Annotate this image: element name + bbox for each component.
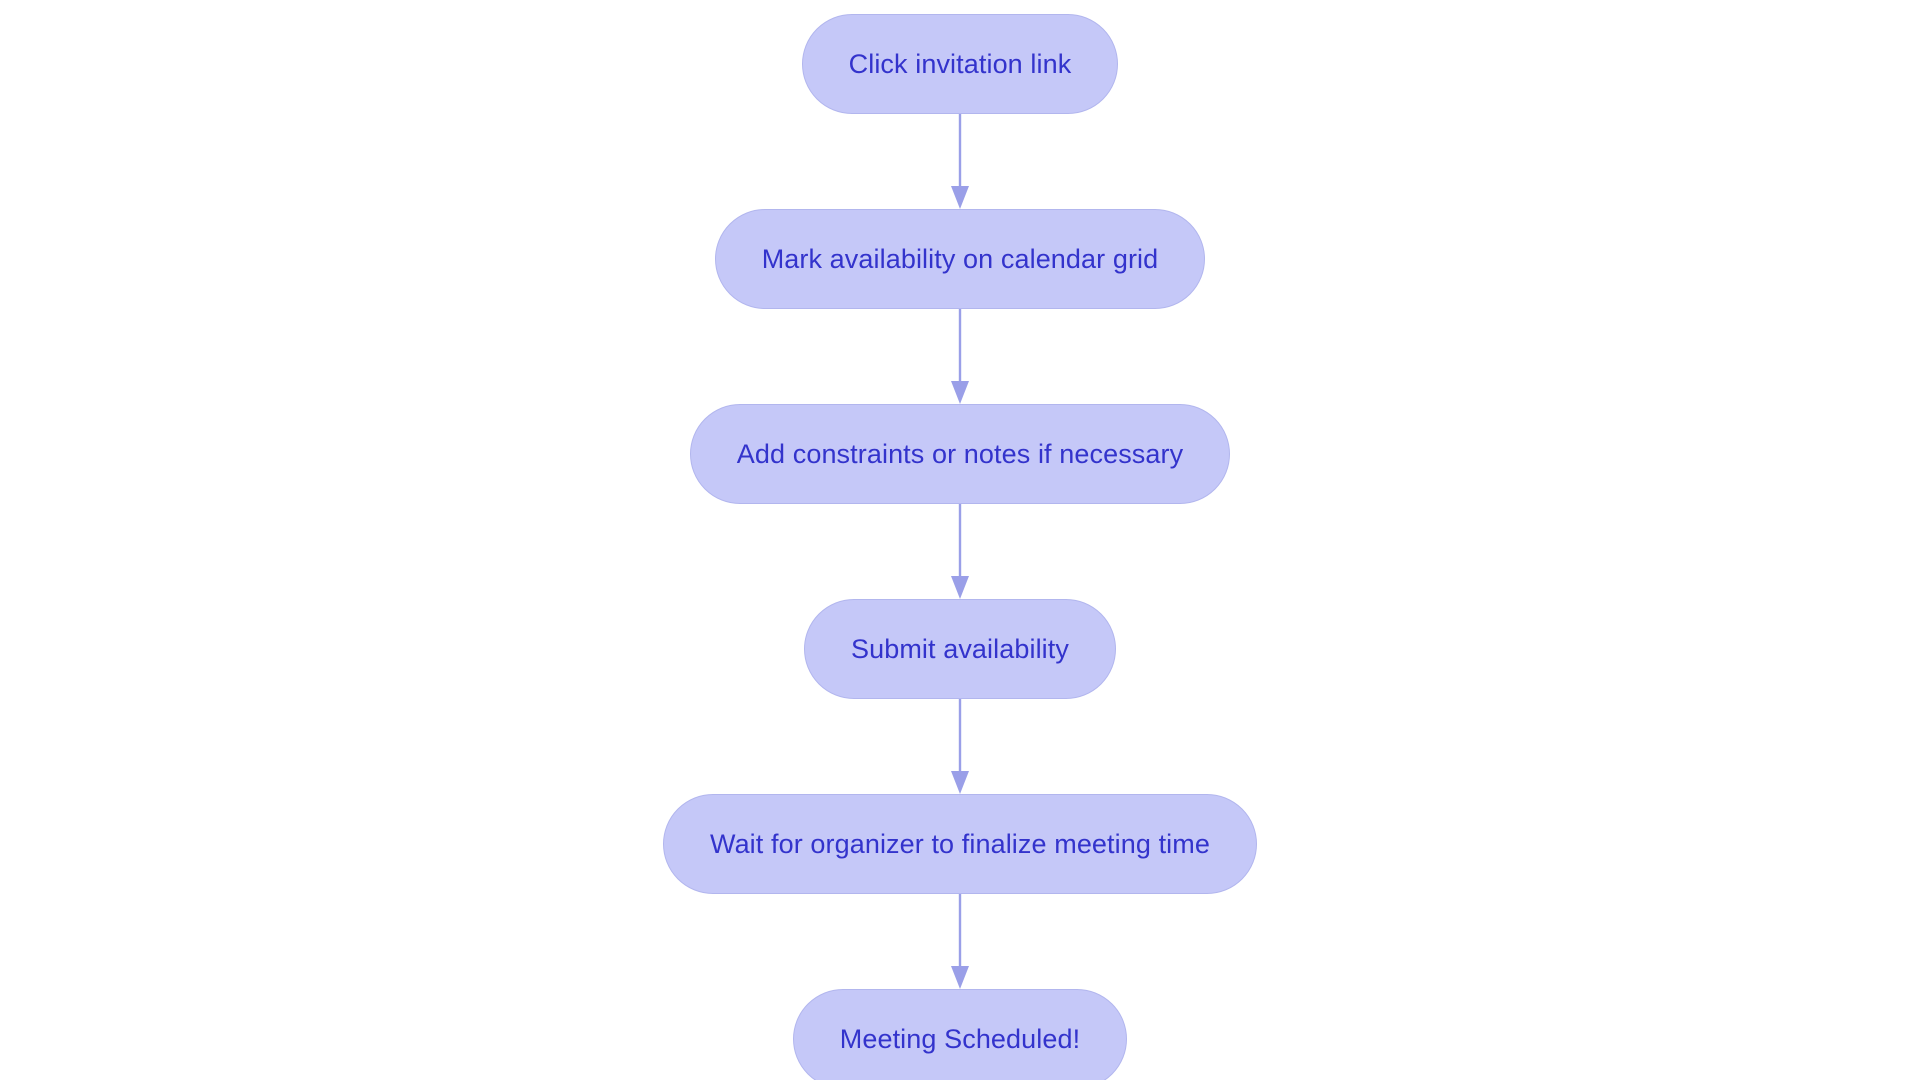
flow-node-label: Wait for organizer to finalize meeting t…: [709, 828, 1210, 859]
flow-edge-n4-to-n5: [945, 699, 975, 794]
down-arrow-icon: [950, 699, 969, 794]
down-arrow-icon: [950, 309, 969, 404]
flow-node-meeting-scheduled[interactable]: Meeting Scheduled!: [792, 989, 1128, 1080]
flowchart-node-stack: Click invitation link Mark availability …: [662, 0, 1257, 1080]
flow-node-label: Click invitation link: [848, 48, 1072, 79]
flow-node-wait-for-organizer-to-finalize-meeting-time[interactable]: Wait for organizer to finalize meeting t…: [662, 794, 1257, 894]
down-arrow-icon: [950, 894, 969, 989]
flow-edge-n2-to-n3: [945, 309, 975, 404]
flow-node-add-constraints-or-notes-if-necessary[interactable]: Add constraints or notes if necessary: [689, 404, 1231, 504]
flow-node-submit-availability[interactable]: Submit availability: [803, 599, 1116, 699]
flow-node-label: Add constraints or notes if necessary: [736, 438, 1184, 469]
down-arrow-icon: [950, 114, 969, 209]
flow-edge-n1-to-n2: [945, 114, 975, 209]
flow-node-label: Mark availability on calendar grid: [761, 243, 1159, 274]
flow-node-click-invitation-link[interactable]: Click invitation link: [801, 14, 1119, 114]
flow-edge-n3-to-n4: [945, 504, 975, 599]
flow-node-label: Meeting Scheduled!: [839, 1023, 1081, 1054]
down-arrow-icon: [950, 504, 969, 599]
flow-node-mark-availability-on-calendar-grid[interactable]: Mark availability on calendar grid: [714, 209, 1206, 309]
flow-node-label: Submit availability: [850, 633, 1069, 664]
flow-edge-n5-to-n6: [945, 894, 975, 989]
